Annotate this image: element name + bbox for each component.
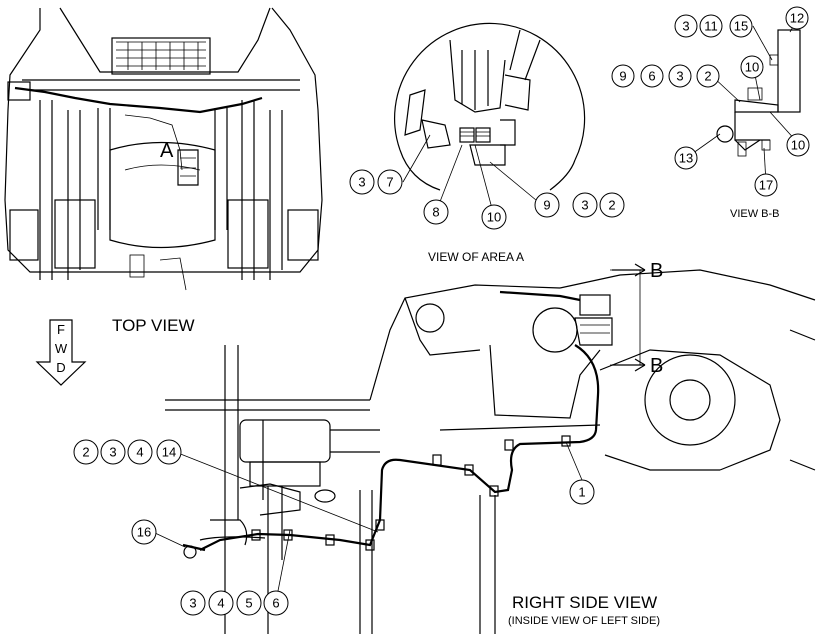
callout-side-2: 2 — [73, 439, 99, 465]
top-view-drawing — [4, 7, 323, 291]
callout-a-7: 7 — [377, 169, 403, 195]
view-area-a-title: VIEW OF AREA A — [428, 250, 524, 264]
svg-text:2: 2 — [608, 198, 615, 213]
callout-side-1: 1 — [569, 479, 595, 505]
callout-a-3b: 3 — [572, 192, 598, 218]
callout-a-9: 9 — [534, 192, 560, 218]
callout-a-8: 8 — [423, 199, 449, 225]
svg-text:10: 10 — [487, 210, 501, 225]
callout-a-2: 2 — [599, 192, 625, 218]
top-view-title: TOP VIEW — [112, 316, 195, 335]
svg-text:3: 3 — [581, 198, 588, 213]
callout-bb-17: 17 — [754, 173, 778, 197]
view-b-b-title: VIEW B-B — [730, 208, 780, 220]
fwd-letter-f: F — [57, 322, 65, 337]
right-side-view-title: RIGHT SIDE VIEW — [512, 593, 657, 612]
area-a-drawing — [393, 22, 586, 191]
callout-side-5: 5 — [236, 590, 262, 616]
svg-text:4: 4 — [136, 445, 143, 460]
svg-text:3: 3 — [676, 69, 683, 84]
callout-bb-3b: 3 — [668, 64, 692, 88]
callout-bb-6: 6 — [640, 64, 664, 88]
right-side-view-subtitle: (INSIDE VIEW OF LEFT SIDE) — [508, 615, 660, 627]
callout-a-3: 3 — [349, 169, 375, 195]
section-b-marker-bottom: B — [650, 355, 663, 377]
view-b-b-drawing — [716, 29, 801, 157]
svg-text:9: 9 — [543, 198, 550, 213]
right-side-view-drawing — [165, 263, 816, 634]
callout-side-4: 4 — [127, 439, 153, 465]
fwd-letter-d: D — [56, 360, 65, 375]
callout-bb-15: 15 — [729, 14, 753, 38]
right-side-leaders — [154, 441, 583, 597]
svg-text:3: 3 — [682, 19, 689, 34]
svg-text:8: 8 — [432, 205, 439, 220]
section-b-marker-top: B — [650, 260, 663, 282]
svg-text:15: 15 — [734, 19, 748, 34]
svg-text:2: 2 — [704, 69, 711, 84]
svg-text:16: 16 — [137, 525, 151, 540]
callout-bb-13: 13 — [674, 146, 698, 170]
callout-side-16: 16 — [131, 519, 157, 545]
svg-text:12: 12 — [790, 11, 804, 26]
callout-side-3b: 3 — [180, 590, 206, 616]
svg-text:3: 3 — [109, 445, 116, 460]
svg-text:1: 1 — [578, 485, 585, 500]
svg-text:10: 10 — [745, 60, 759, 75]
callout-side-14: 14 — [156, 439, 182, 465]
fwd-letter-w: W — [55, 341, 68, 356]
svg-text:3: 3 — [189, 596, 196, 611]
svg-text:3: 3 — [358, 175, 365, 190]
area-a-marker: A — [160, 140, 174, 162]
svg-text:7: 7 — [386, 175, 393, 190]
svg-text:17: 17 — [759, 178, 773, 193]
callout-bb-9: 9 — [611, 64, 635, 88]
svg-text:6: 6 — [272, 596, 279, 611]
callout-bb-3: 3 — [674, 14, 698, 38]
svg-text:13: 13 — [679, 151, 693, 166]
callout-side-3: 3 — [100, 439, 126, 465]
svg-text:11: 11 — [704, 19, 718, 34]
svg-text:14: 14 — [162, 445, 176, 460]
callout-bb-11: 11 — [699, 14, 723, 38]
callout-bb-10b: 10 — [786, 133, 810, 157]
area-a-leaders — [402, 134, 543, 217]
callout-bb-12: 12 — [785, 6, 809, 30]
svg-text:2: 2 — [82, 445, 89, 460]
svg-text:5: 5 — [245, 596, 252, 611]
callout-side-4b: 4 — [208, 590, 234, 616]
svg-text:9: 9 — [619, 69, 626, 84]
svg-text:10: 10 — [791, 138, 805, 153]
forward-arrow-icon — [35, 319, 87, 386]
callout-bb-2: 2 — [696, 64, 720, 88]
callout-bb-10a: 10 — [740, 55, 764, 79]
callout-side-6: 6 — [263, 590, 289, 616]
svg-text:4: 4 — [217, 596, 224, 611]
svg-text:6: 6 — [648, 69, 655, 84]
callout-a-10: 10 — [481, 204, 507, 230]
